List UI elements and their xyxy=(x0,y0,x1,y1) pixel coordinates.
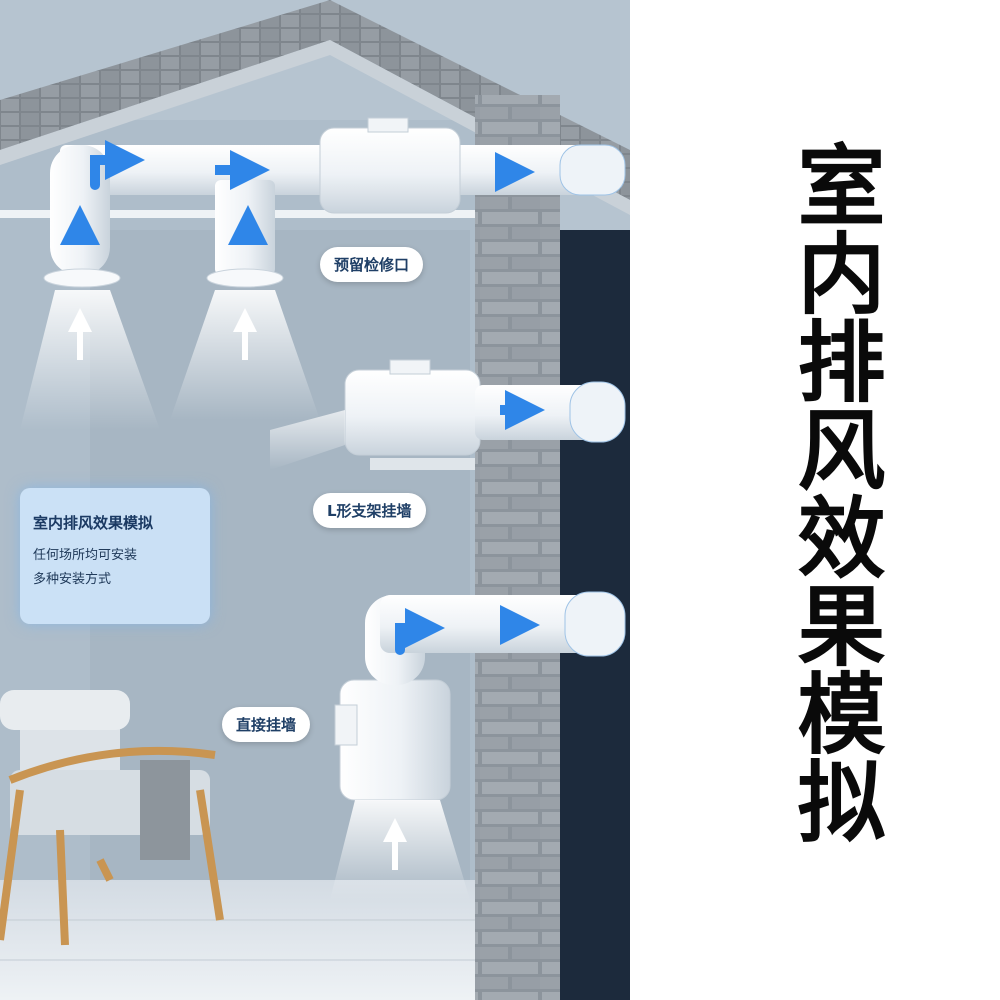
access-port-label: 预留检修口 xyxy=(320,247,424,282)
installation-scene: 预留检修口 L形支架挂墙 直接挂墙 室内排风效果模拟 任何场所均可安装 多种安装… xyxy=(0,0,630,1000)
info-panel-line: 多种安装方式 xyxy=(33,572,112,587)
l-bracket-label: L形支架挂墙 xyxy=(313,493,426,528)
direct-wall-label: 直接挂墙 xyxy=(222,707,311,742)
info-panel-title: 室内排风效果模拟 xyxy=(33,514,154,532)
info-panel-line: 任何场所均可安装 xyxy=(33,548,138,563)
info-panel: 室内排风效果模拟 任何场所均可安装 多种安装方式 xyxy=(20,488,210,624)
page-title: 室内排风效果模拟 xyxy=(783,140,886,844)
